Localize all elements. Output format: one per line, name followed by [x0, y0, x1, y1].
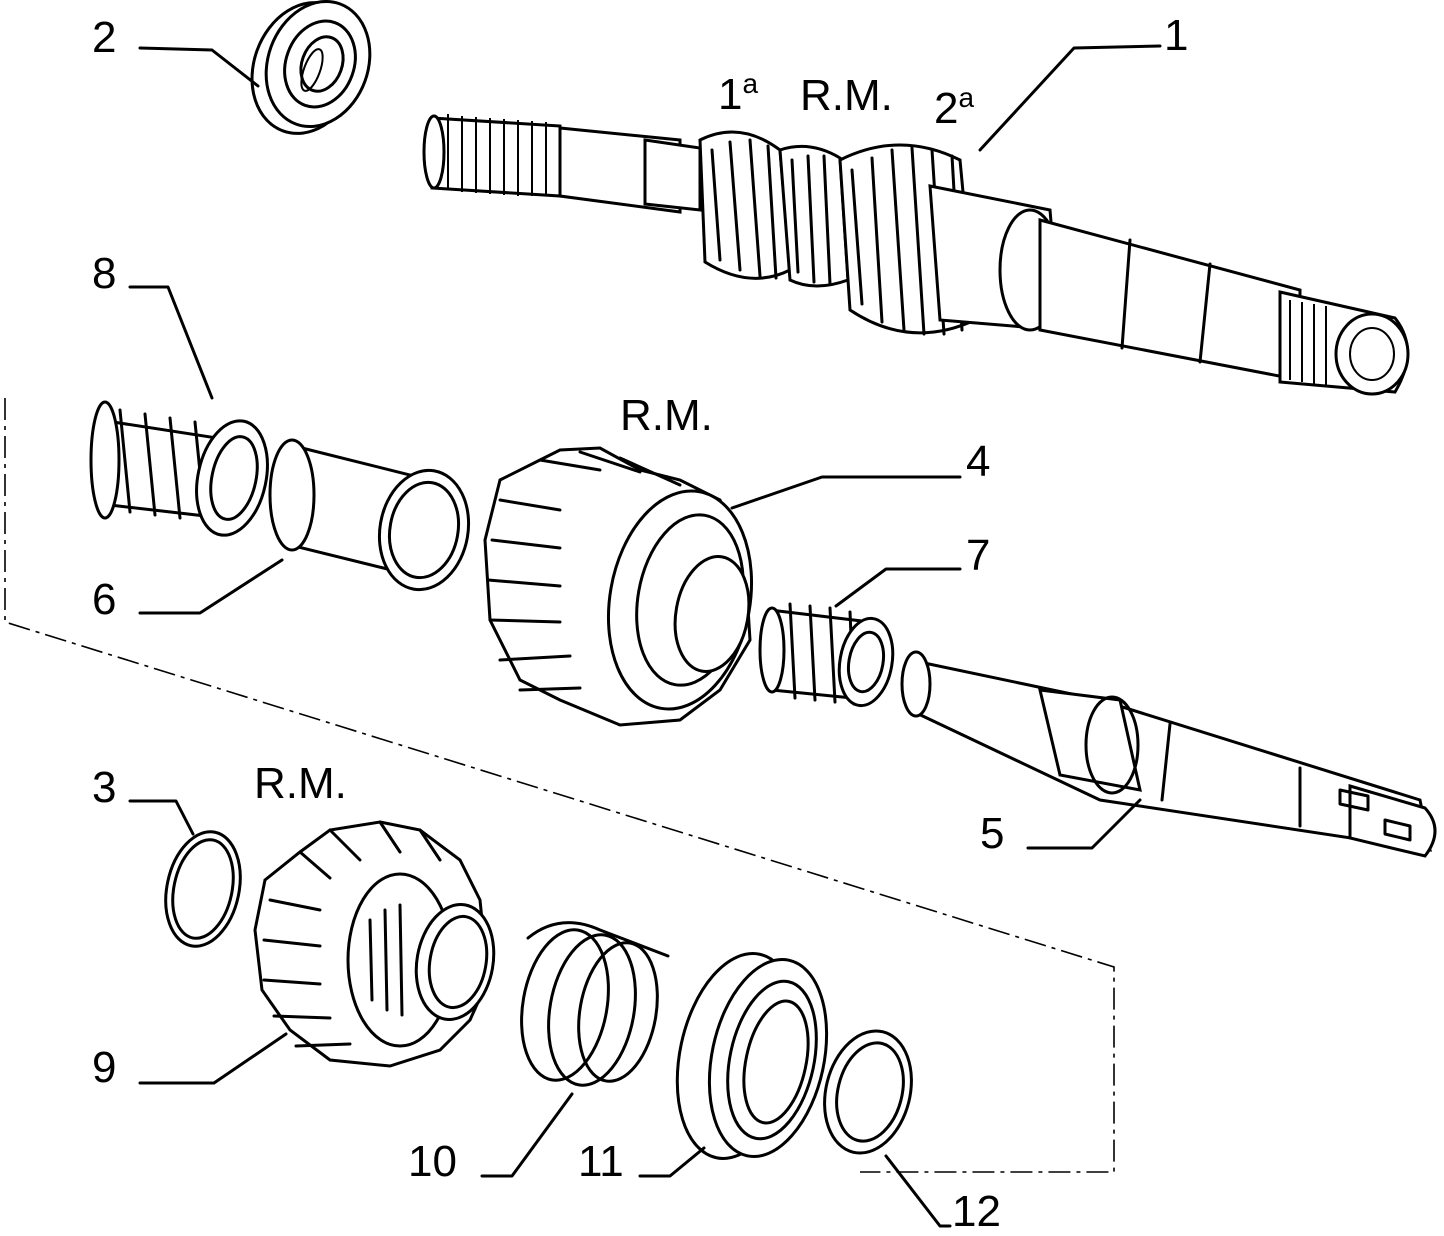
assembly-boundary — [4, 398, 1115, 1173]
label-second-gear: 2a — [934, 84, 974, 131]
callout-12: 12 — [952, 1187, 1001, 1236]
callout-5: 5 — [980, 809, 1005, 858]
part-5-idler-shaft — [900, 650, 1437, 858]
callout-4: 4 — [966, 437, 991, 486]
leader-lines — [128, 44, 1162, 1228]
callout-10: 10 — [408, 1137, 457, 1186]
leader-2 — [138, 46, 260, 88]
part-4-reverse-gear — [483, 446, 754, 727]
label-first-gear: 1a — [718, 70, 758, 117]
leader-7 — [834, 567, 962, 608]
leader-8 — [128, 285, 214, 400]
leader-6 — [138, 558, 284, 615]
callout-6: 6 — [92, 575, 117, 624]
label-rm-main-shaft: R.M. — [800, 71, 893, 120]
callout-1: 1 — [1164, 11, 1189, 60]
second-gear-superscript: a — [958, 82, 975, 113]
callout-3: 3 — [92, 763, 117, 812]
first-gear-superscript: a — [742, 68, 759, 99]
leader-3 — [128, 799, 195, 836]
part-9-sliding-gear — [253, 820, 496, 1068]
part-3-snap-ring — [164, 830, 242, 948]
label-rm-gear-9: R.M. — [254, 759, 347, 808]
callout-8: 8 — [92, 249, 117, 298]
part-6-bushing — [268, 438, 471, 592]
leader-1 — [978, 44, 1162, 152]
part-1-main-shaft — [422, 114, 1410, 396]
leader-9 — [138, 1032, 288, 1085]
leader-11 — [638, 1146, 706, 1178]
label-rm-gear-4: R.M. — [620, 391, 713, 440]
part-12-retaining-ring — [823, 1029, 913, 1155]
leader-5 — [1026, 798, 1142, 850]
part-7-needle-cage — [758, 602, 895, 708]
first-gear-number: 1 — [718, 70, 743, 119]
part-2-ball-bearing — [250, 0, 372, 135]
second-gear-number: 2 — [934, 84, 959, 133]
leader-4 — [730, 475, 962, 510]
part-11-synchro-ring — [675, 952, 829, 1160]
callout-9: 9 — [92, 1043, 117, 1092]
part-10-spring — [520, 921, 670, 1087]
callout-7: 7 — [966, 531, 991, 580]
leader-10 — [480, 1092, 574, 1178]
leader-12 — [884, 1154, 952, 1228]
callout-11: 11 — [578, 1137, 624, 1186]
callout-2: 2 — [92, 13, 117, 62]
part-8-needle-roller-cage — [89, 400, 269, 537]
